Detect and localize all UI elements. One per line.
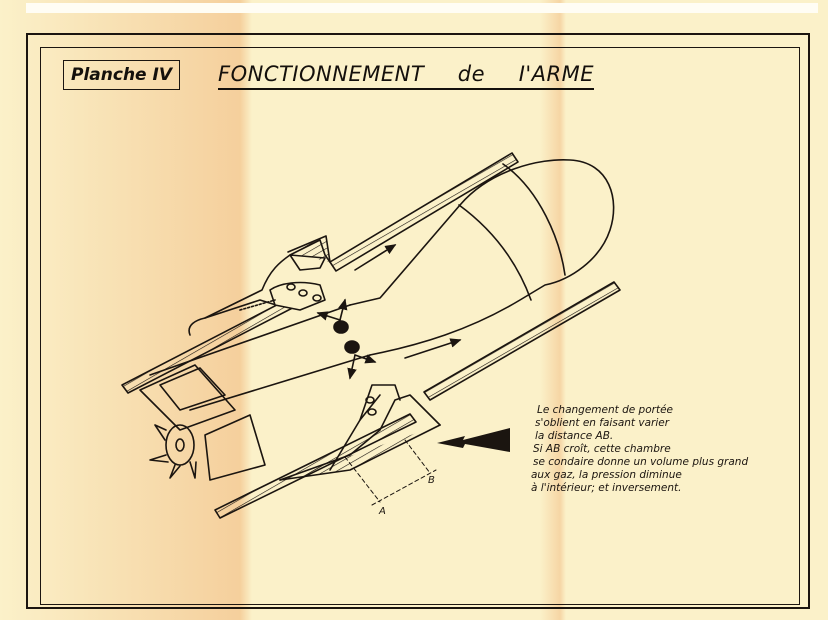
title-word-2: de xyxy=(457,62,486,86)
direction-arrow-icon xyxy=(437,428,510,452)
title-word-3: I'ARME xyxy=(518,62,594,86)
projectile xyxy=(149,158,615,411)
page-title: FONCTIONNEMENT de I'ARME xyxy=(218,62,594,90)
point-label-a: A xyxy=(379,506,386,517)
explanatory-caption: Le changement de portée s'oblient en fai… xyxy=(531,404,791,495)
upper-gas-chamber xyxy=(188,235,331,336)
point-label-b: B xyxy=(428,475,435,486)
caption-line: Si AB croît, cette chambre xyxy=(533,443,671,455)
upper-barrel-wall xyxy=(121,152,519,394)
caption-line: aux gaz, la pression diminue xyxy=(531,469,682,481)
paper-edge-strip xyxy=(26,3,818,13)
inner-border-frame xyxy=(40,47,800,605)
lower-barrel-wall xyxy=(214,281,621,519)
ab-dimension xyxy=(344,439,437,506)
plate-number-label: Planche IV xyxy=(71,65,172,85)
lower-gas-chamber xyxy=(279,384,441,481)
gas-flow-arrows xyxy=(316,244,462,380)
title-word-1: FONCTIONNEMENT xyxy=(218,62,425,86)
caption-line: à l'intérieur; et inversement. xyxy=(531,482,682,494)
caption-line: Le changement de portée xyxy=(537,404,673,416)
plate-number-box: Planche IV xyxy=(63,60,180,90)
outer-border-frame xyxy=(26,33,810,609)
tail-fins xyxy=(139,364,266,481)
caption-line: s'oblient en faisant varier xyxy=(535,417,670,429)
caption-line: la distance AB. xyxy=(535,430,614,442)
caption-line: se condaire donne un volume plus grand xyxy=(533,456,749,468)
